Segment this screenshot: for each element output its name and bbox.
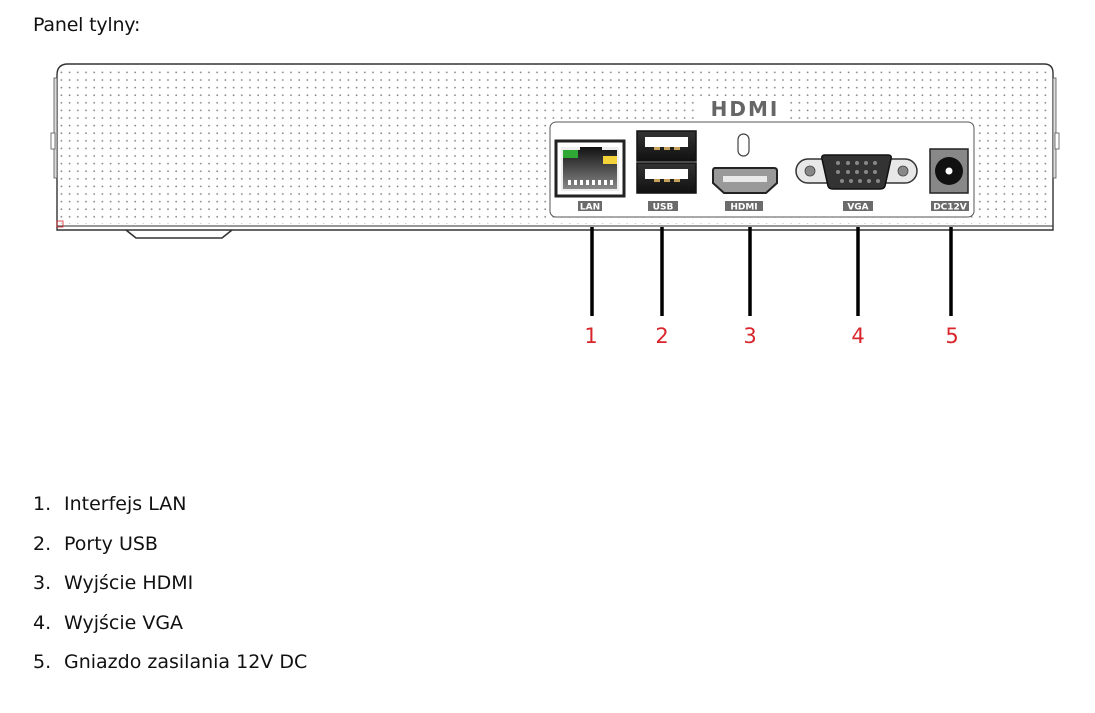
hdmi-indicator (737, 133, 750, 157)
svg-text:LAN: LAN (580, 203, 600, 213)
legend-number: 1. (33, 493, 52, 515)
port-labels: LAN USB HDMI VGA DC12V (578, 201, 969, 213)
vga-port[interactable] (795, 154, 918, 190)
port-label-dc: DC12V (931, 201, 969, 213)
legend-number: 2. (33, 532, 52, 555)
port-label-vga: VGA (843, 201, 873, 213)
hdmi-logo: HDMI (700, 96, 790, 121)
callout-number-3: 3 (743, 324, 757, 348)
legend-text: Wyjście HDMI (64, 572, 194, 594)
legend-item: 1. Interfejs LAN (33, 490, 307, 530)
lan-activity-led (603, 156, 617, 164)
callout-number-2: 2 (655, 324, 669, 348)
hdmi-port[interactable] (712, 133, 778, 194)
side-rail-left (53, 77, 58, 179)
svg-text:DC12V: DC12V (933, 203, 967, 213)
port-legend-list: 1. Interfejs LAN 2. Porty USB 3. Wyjście HD… (33, 490, 307, 688)
legend-text: Porty USB (64, 532, 158, 555)
legend-item: 3. Wyjście HDMI (33, 569, 307, 609)
section-heading: Panel tylny: (33, 14, 141, 36)
usb-port-bottom[interactable] (636, 162, 697, 194)
legend-item: 2. Porty USB (33, 530, 307, 570)
legend-text: Gniazdo zasilania 12V DC (64, 651, 308, 673)
port-label-lan: LAN (578, 201, 602, 213)
legend-number: 4. (33, 611, 52, 634)
legend-text: Interfejs LAN (64, 493, 187, 515)
callout-number-5: 5 (945, 324, 959, 348)
legend-item: 5. Gniazdo zasilania 12V DC (33, 648, 307, 688)
dc-power-jack[interactable] (929, 148, 969, 194)
hdmi-logo-text: HDMI (711, 97, 780, 121)
callout-number-4: 4 (851, 324, 865, 348)
svg-text:VGA: VGA (847, 203, 868, 213)
legend-number: 5. (33, 651, 52, 673)
port-label-hdmi: HDMI (725, 201, 763, 213)
legend-item: 4. Wyjście VGA (33, 609, 307, 649)
callout-lines (590, 227, 953, 316)
corner-marker (56, 220, 64, 228)
lan-port[interactable] (554, 139, 626, 198)
usb-port-top[interactable] (636, 130, 697, 162)
callout-number-1: 1 (584, 324, 598, 348)
port-label-usb: USB (648, 201, 678, 213)
side-rail-right (1052, 77, 1057, 179)
rear-panel-diagram: HDMI (50, 63, 1060, 316)
legend-text: Wyjście VGA (64, 611, 184, 634)
legend-number: 3. (33, 572, 52, 594)
device-foot (125, 229, 233, 239)
svg-text:USB: USB (653, 203, 674, 213)
lan-link-led (563, 150, 578, 158)
svg-text:HDMI: HDMI (730, 203, 757, 213)
